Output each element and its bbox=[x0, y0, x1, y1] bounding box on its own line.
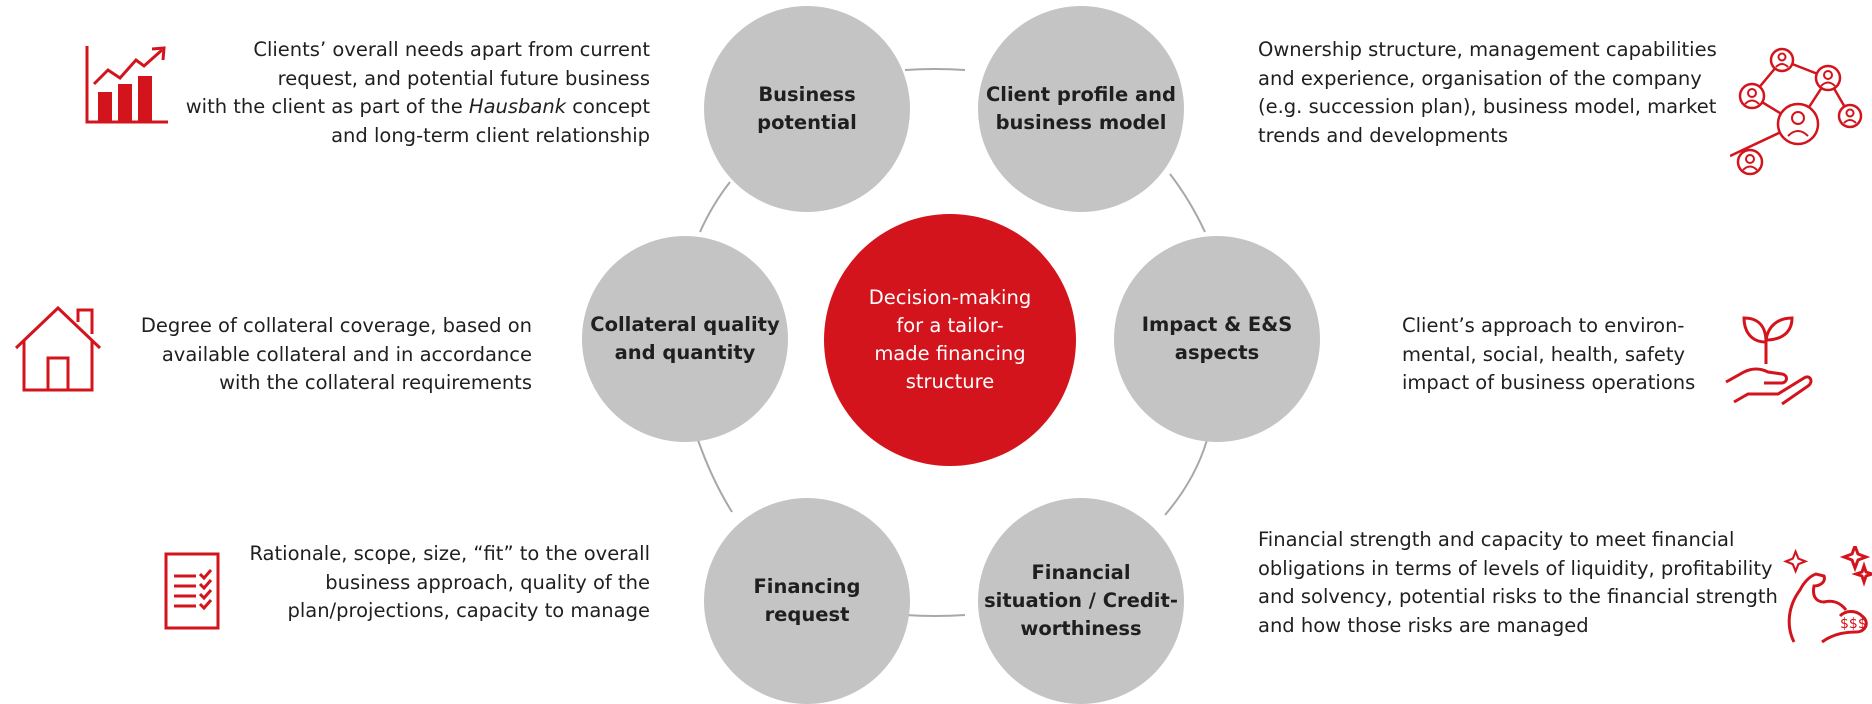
connector-arc bbox=[904, 68, 966, 71]
connector-arc bbox=[697, 439, 733, 513]
connector-arc bbox=[699, 181, 731, 233]
node-business-potential: Business potential bbox=[704, 6, 910, 212]
node-client-profile: Client profile and business model bbox=[978, 6, 1184, 212]
description-collateral: Degree of collateral coverage, based on … bbox=[140, 314, 532, 394]
connector-ring bbox=[697, 68, 1208, 617]
network-people-icon bbox=[1730, 47, 1863, 176]
node-collateral: Collateral quality and quantity bbox=[582, 236, 788, 442]
connector-arc bbox=[904, 614, 966, 617]
connector-arc bbox=[1164, 439, 1208, 516]
node-financing-request: Financing request bbox=[704, 498, 910, 704]
checklist-icon bbox=[164, 552, 220, 630]
plant-in-hand-icon bbox=[1725, 316, 1813, 406]
strength-money-icon: $$$ bbox=[1782, 546, 1872, 644]
connector-arc bbox=[1169, 173, 1206, 233]
node-financial-situation: Financial situation / Credit- worthiness bbox=[978, 498, 1184, 704]
description-financing-request: Rationale, scope, size, “fit” to the ove… bbox=[249, 542, 650, 622]
description-financial-situation: Financial strength and capacity to meet … bbox=[1258, 528, 1778, 637]
house-icon bbox=[14, 305, 102, 392]
center-node: Decision-making for a tailor- made finan… bbox=[824, 214, 1076, 466]
description-impact-es: Client’s approach to environ- mental, so… bbox=[1402, 314, 1696, 394]
description-client-profile: Ownership structure, management capabili… bbox=[1258, 38, 1717, 147]
money-text: $$$ bbox=[1840, 616, 1867, 632]
description-business-potential: Clients’ overall needs apart from curren… bbox=[185, 38, 650, 147]
growth-chart-icon bbox=[85, 46, 168, 124]
node-impact-es: Impact & E&S aspects bbox=[1114, 236, 1320, 442]
